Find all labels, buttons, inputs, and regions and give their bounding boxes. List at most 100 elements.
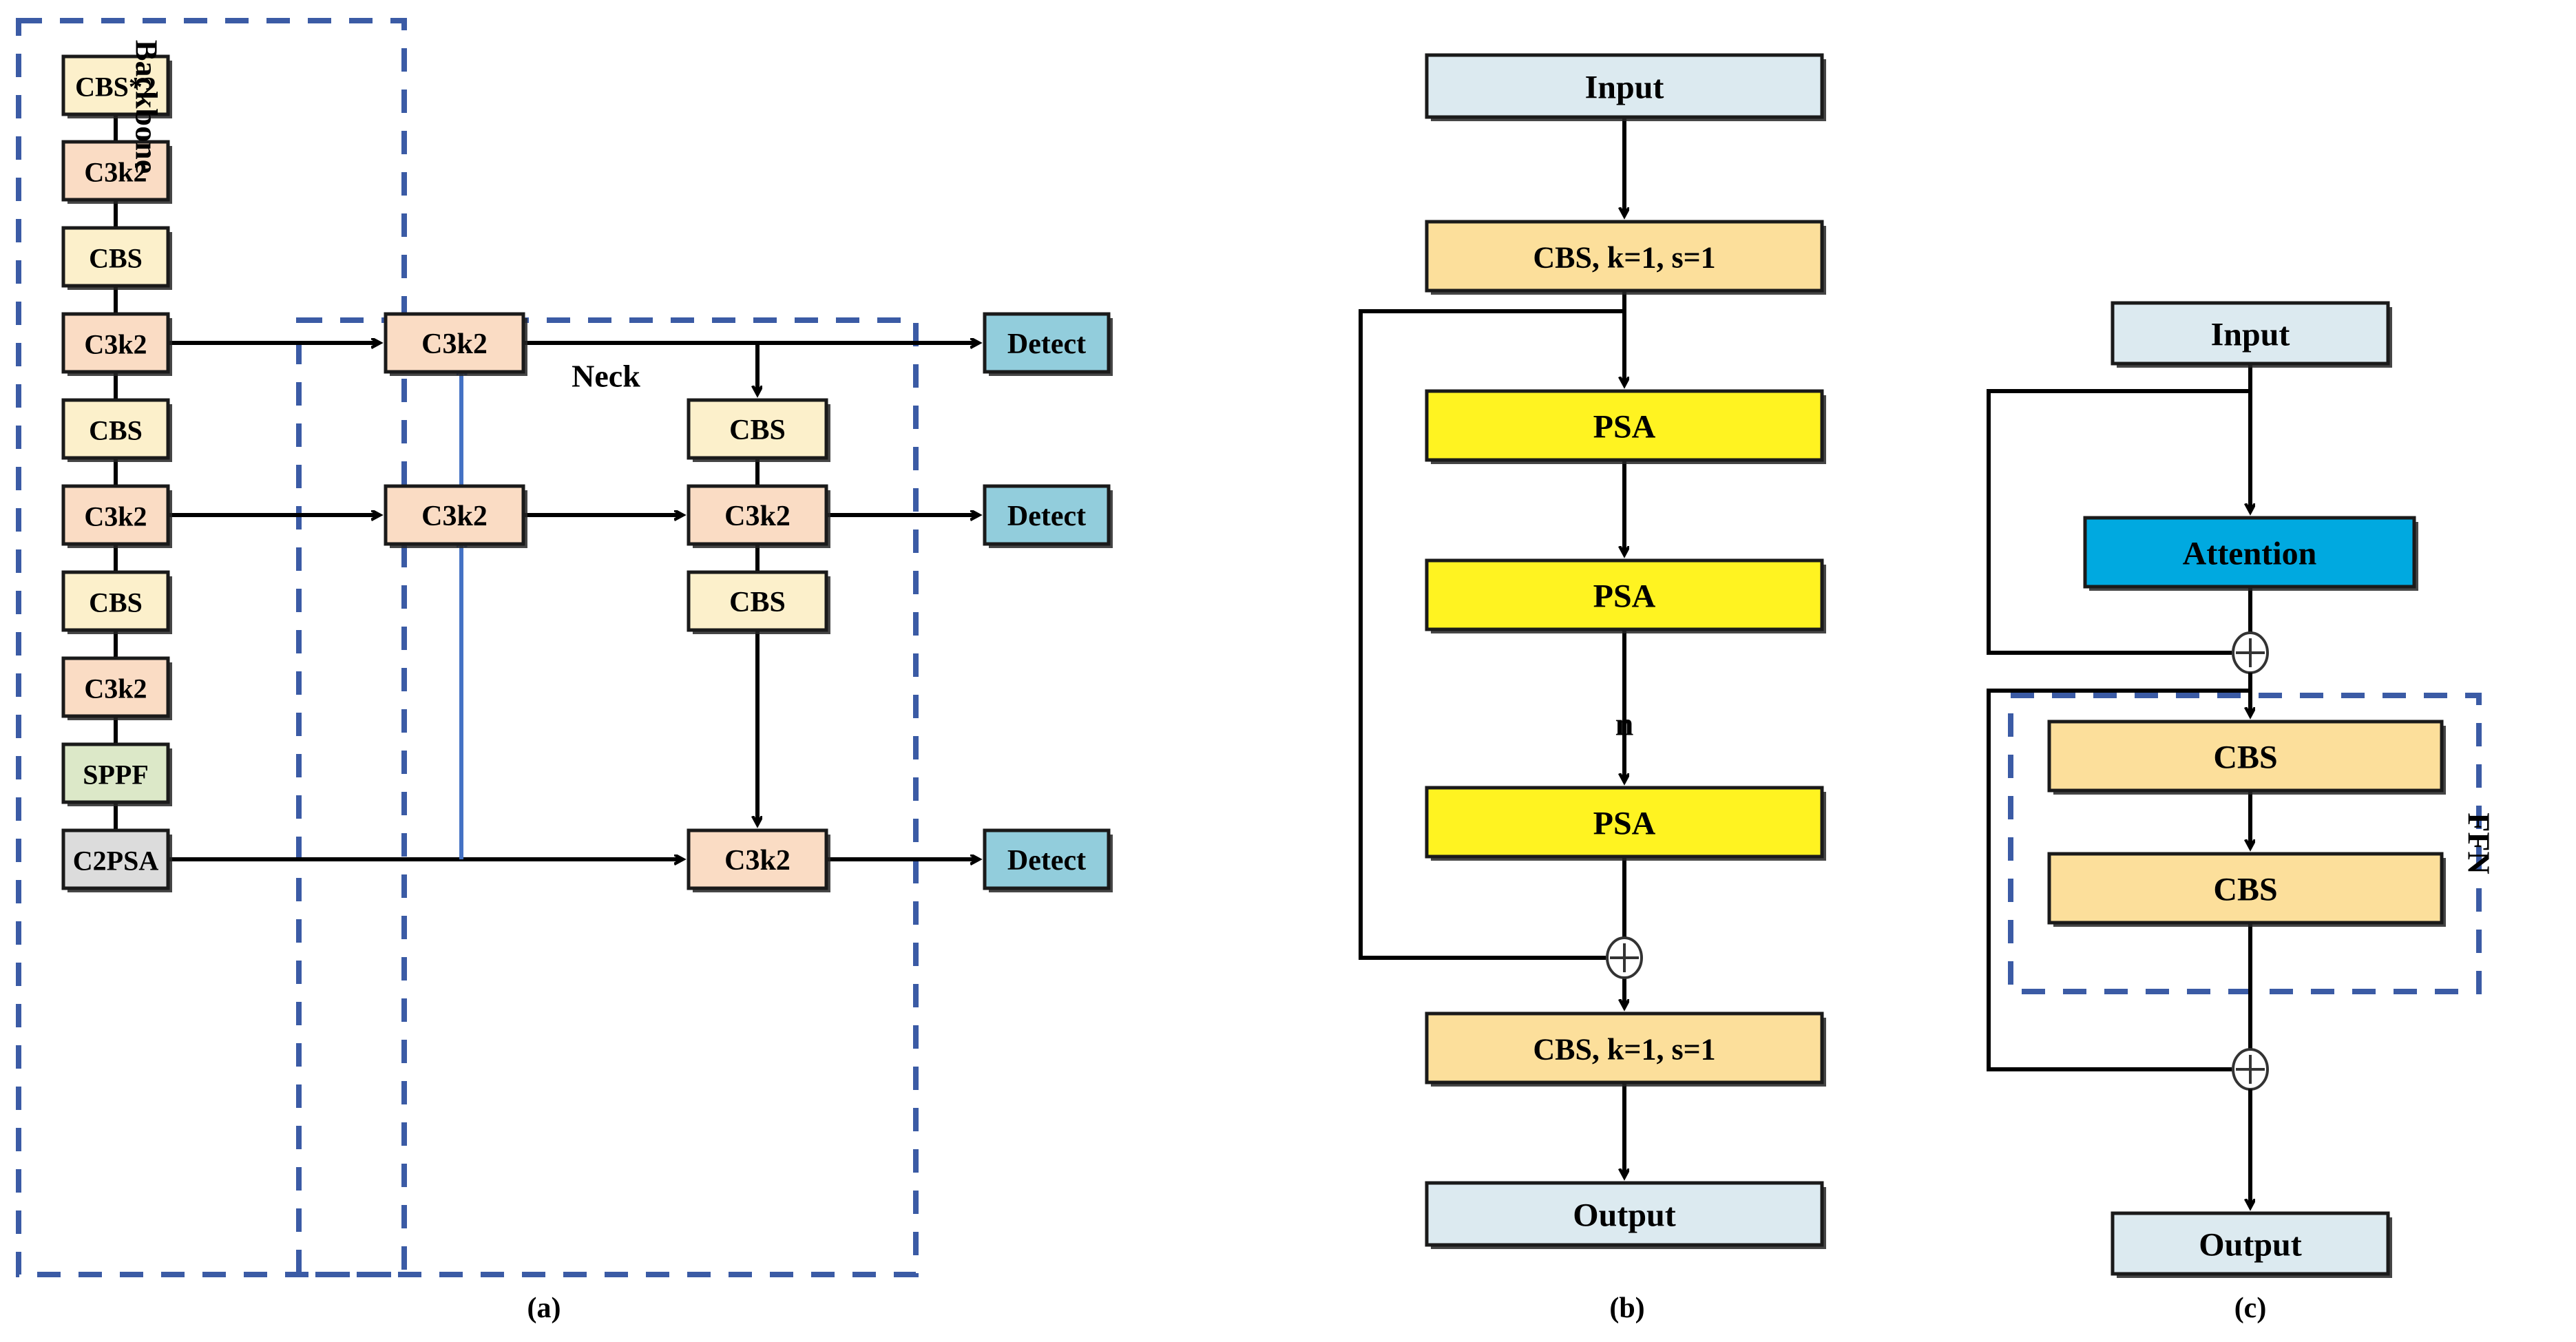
- block-fill: [61, 398, 170, 460]
- block-label: CBS: [729, 415, 786, 446]
- block-label: Output: [2199, 1227, 2301, 1264]
- block-fill: [61, 312, 170, 374]
- block-a-neck-cbs-t[interactable]: CBS: [687, 398, 830, 462]
- group-label-ffn: FFN: [2462, 812, 2497, 874]
- block-a-c3k2-1[interactable]: C3k2: [61, 140, 172, 204]
- group-label-backbone: Backbone: [129, 40, 165, 174]
- group-label-neck: Neck: [572, 359, 640, 394]
- block-fill: [61, 570, 170, 632]
- block-c-output[interactable]: Output: [2111, 1211, 2392, 1278]
- block-label: PSA: [1593, 806, 1656, 842]
- block-fill: [61, 54, 170, 116]
- block-label: CBS, k=1, s=1: [1533, 1033, 1715, 1067]
- panel-a-blocks: CBS*2C3k2CBSC3k2CBSC3k2CBSC3k2SPPFC2PSAC…: [61, 54, 1113, 892]
- block-fill: [2111, 1211, 2390, 1276]
- block-label: CBS: [89, 587, 143, 618]
- block-label: PSA: [1593, 578, 1656, 615]
- block-fill: [1425, 1181, 1824, 1247]
- block-a-neck-c3k2-t[interactable]: C3k2: [384, 312, 527, 376]
- block-label: CBS: [729, 587, 786, 618]
- block-a-neck-c3k2-m[interactable]: C3k2: [384, 484, 527, 548]
- block-b-psa-2[interactable]: PSA: [1425, 558, 1826, 633]
- panel-caption-c: (c): [2234, 1292, 2267, 1324]
- block-a-detect-3[interactable]: Detect: [983, 828, 1113, 892]
- block-a-cbs-2[interactable]: CBS: [61, 398, 172, 462]
- edge-b-residual-skip: [1359, 309, 1624, 960]
- block-label: PSA: [1593, 409, 1656, 445]
- panel-a-edges: [114, 114, 976, 859]
- block-fill: [1425, 558, 1824, 631]
- block-fill: [1425, 786, 1824, 859]
- block-b-output[interactable]: Output: [1425, 1181, 1826, 1249]
- block-c-attention[interactable]: Attention: [2083, 516, 2418, 591]
- block-b-cbs-2[interactable]: CBS, k=1, s=1: [1425, 1011, 1826, 1087]
- block-fill: [687, 484, 828, 546]
- block-fill: [61, 656, 170, 718]
- block-label: Detect: [1007, 845, 1086, 877]
- block-fill: [384, 312, 525, 374]
- block-a-c2psa[interactable]: C2PSA: [61, 828, 172, 892]
- block-label: Input: [2211, 317, 2290, 353]
- block-a-c3k2-3[interactable]: C3k2: [61, 484, 172, 548]
- block-fill: [2083, 516, 2416, 589]
- block-fill: [384, 484, 525, 546]
- block-label: C3k2: [724, 501, 790, 532]
- block-b-cbs-1[interactable]: CBS, k=1, s=1: [1425, 220, 1826, 295]
- block-fill: [687, 398, 828, 460]
- block-label: CBS*2: [75, 72, 156, 103]
- panel-a-dashed-regions: [16, 18, 919, 1277]
- block-c-cbs-2[interactable]: CBS: [2047, 852, 2446, 927]
- panel-c-edges: [1987, 364, 2269, 1205]
- block-a-cbs2[interactable]: CBS*2: [61, 54, 172, 118]
- block-label: Input: [1585, 70, 1664, 106]
- block-fill: [1425, 220, 1824, 293]
- block-fill: [1425, 389, 1824, 462]
- block-a-detect-2[interactable]: Detect: [983, 484, 1113, 548]
- block-label: Output: [1573, 1197, 1675, 1234]
- block-label: C3k2: [84, 501, 147, 532]
- block-a-c3k2-4[interactable]: C3k2: [61, 656, 172, 720]
- block-fill: [687, 570, 828, 632]
- block-label: CBS: [89, 243, 143, 274]
- block-a-sppf[interactable]: SPPF: [61, 742, 172, 806]
- block-fill: [983, 312, 1111, 374]
- block-fill: [2047, 720, 2444, 793]
- block-label: C2PSA: [73, 846, 159, 877]
- repeat-count-label: n: [1615, 706, 1634, 743]
- block-fill: [1425, 53, 1824, 119]
- panel-c-dashed-regions: [2008, 693, 2482, 994]
- block-a-c3k2-2[interactable]: C3k2: [61, 312, 172, 376]
- block-label: CBS, k=1, s=1: [1533, 241, 1715, 275]
- block-b-input[interactable]: Input: [1425, 53, 1826, 121]
- add-node-b: [1606, 936, 1643, 979]
- block-c-input[interactable]: Input: [2111, 301, 2392, 368]
- block-fill: [61, 140, 170, 202]
- block-a-neck-c3k2-b[interactable]: C3k2: [687, 828, 830, 892]
- panel-caption-b: (b): [1609, 1292, 1644, 1324]
- block-fill: [61, 742, 170, 804]
- block-b-psa-3[interactable]: PSA: [1425, 786, 1826, 861]
- block-label: Attention: [2183, 536, 2317, 572]
- block-a-neck-c3k2-r[interactable]: C3k2: [687, 484, 830, 548]
- block-label: CBS: [2213, 872, 2277, 908]
- block-a-cbs-1[interactable]: CBS: [61, 226, 172, 290]
- block-a-cbs-3[interactable]: CBS: [61, 570, 172, 634]
- block-label: Detect: [1007, 328, 1086, 360]
- ffn-region: [2008, 693, 2482, 994]
- panel-b-edges: [1359, 117, 1643, 1175]
- block-label: C3k2: [724, 845, 790, 877]
- block-label: C3k2: [421, 328, 488, 360]
- block-label: C3k2: [421, 501, 488, 532]
- block-fill: [983, 828, 1111, 890]
- block-a-detect-1[interactable]: Detect: [983, 312, 1113, 376]
- block-c-cbs-1[interactable]: CBS: [2047, 720, 2446, 795]
- add-node-c2: [2232, 1048, 2269, 1091]
- block-a-neck-cbs-b[interactable]: CBS: [687, 570, 830, 634]
- block-fill: [61, 828, 170, 890]
- block-b-psa-1[interactable]: PSA: [1425, 389, 1826, 464]
